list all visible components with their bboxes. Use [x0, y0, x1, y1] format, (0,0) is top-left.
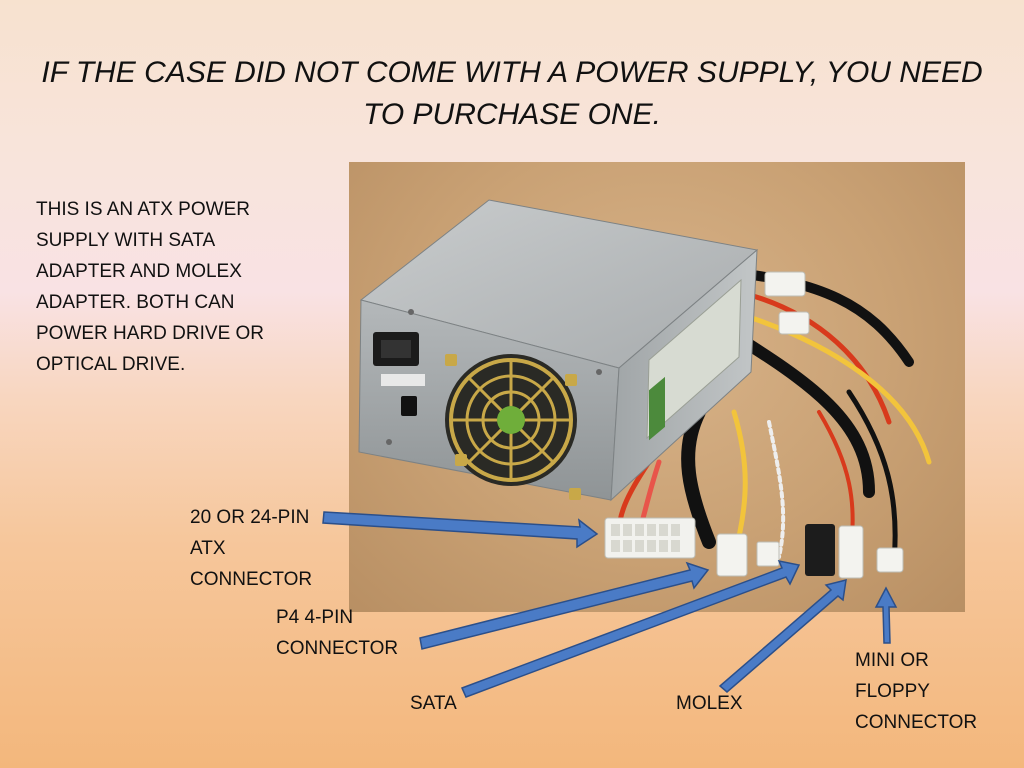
mini-label-line2: FLOPPY	[855, 681, 930, 702]
p4-label-line2: CONNECTOR	[276, 638, 399, 659]
mini-label-line1: MINI OR	[855, 650, 929, 671]
slide-title: IF THE CASE DID NOT COME WITH A POWER SU…	[41, 56, 983, 131]
atx-connector-label: 20 OR 24-PIN ATX CONNECTOR	[190, 502, 340, 595]
mini-floppy-connector-label: MINI OR FLOPPY CONNECTOR	[855, 645, 1005, 738]
molex-label: MOLEX	[676, 693, 743, 714]
power-supply-photo	[349, 162, 965, 612]
slide-description: THIS IS AN ATX POWER SUPPLY WITH SATA AD…	[36, 199, 265, 375]
atx-label-line3: CONNECTOR	[190, 569, 313, 590]
p4-label-line1: P4 4-PIN	[276, 607, 354, 628]
power-supply-illustration	[358, 199, 932, 579]
atx-label-line1: 20 OR 24-PIN	[190, 507, 310, 528]
p4-connector-label: P4 4-PIN CONNECTOR	[276, 602, 426, 664]
atx-label-line2: ATX	[190, 538, 226, 559]
mini-label-line3: CONNECTOR	[855, 712, 978, 733]
sata-label: SATA	[410, 693, 457, 714]
